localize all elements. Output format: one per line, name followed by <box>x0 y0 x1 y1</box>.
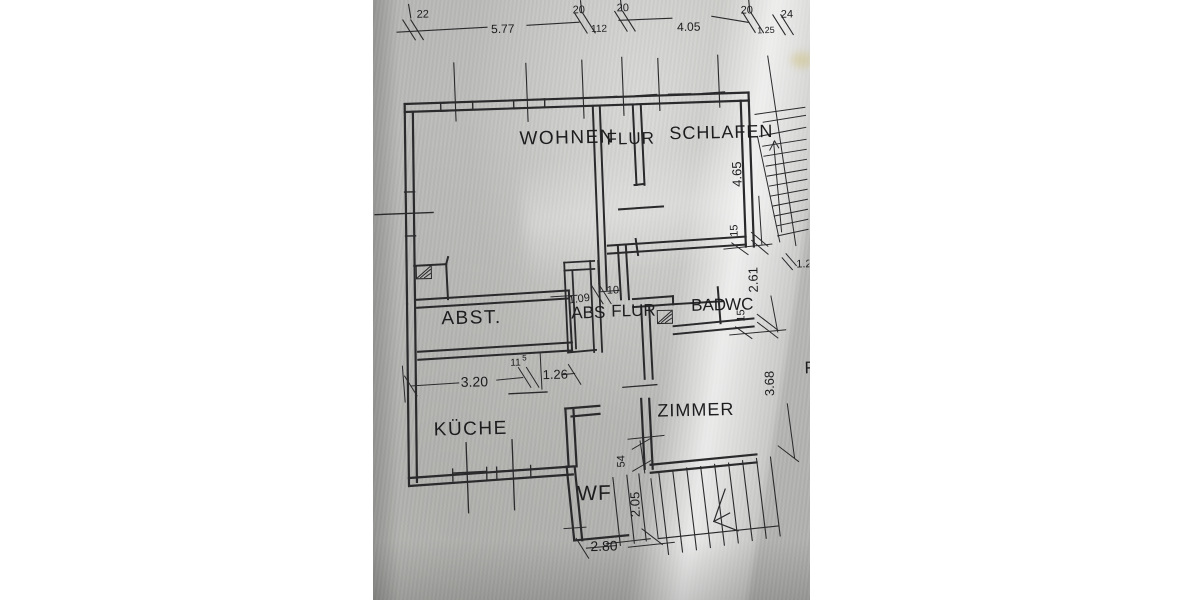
dim-top-22: 22 <box>417 8 430 20</box>
dim-top-405: 4.05 <box>677 20 701 35</box>
floor-plan-photo: WOHNEN FLUR SCHLAFEN ABST. ABS FLUR BAD … <box>373 0 810 600</box>
room-label-zimmer: ZIMMER <box>657 399 734 421</box>
letterbox-left <box>0 0 373 600</box>
dim-top-24: 24 <box>781 9 794 21</box>
room-label-schlafen: SCHLAFEN <box>669 121 773 143</box>
photo-left-shadow <box>373 0 399 600</box>
paper-stain <box>791 52 810 68</box>
dim-109: 1.09 <box>568 292 591 307</box>
dim-top-20c: 20 <box>741 4 754 16</box>
letterbox-right <box>810 0 1200 600</box>
dim-10: 10 <box>607 284 620 296</box>
dim-15b: 15 <box>735 309 747 322</box>
dim-368: 3.68 <box>762 371 778 397</box>
dim-320: 3.20 <box>461 373 489 390</box>
dim-5: 5 <box>522 353 527 362</box>
floor-plan-drawing: WOHNEN FLUR SCHLAFEN ABST. ABS FLUR BAD … <box>373 0 810 600</box>
room-label-flur-eg: FLUR <box>611 301 656 321</box>
dim-11: 11 <box>510 358 521 369</box>
dim-top-20a: 20 <box>573 4 586 16</box>
dim-top-112: 112 <box>591 24 608 35</box>
dim-54: 54 <box>615 455 627 468</box>
room-label-abs: ABS <box>571 303 605 323</box>
dim-15a: 15 <box>728 224 740 237</box>
room-label-kueche: KÜCHE <box>434 418 508 441</box>
dim-126: 1.26 <box>542 367 568 383</box>
photo-bottom-shadow <box>373 540 810 600</box>
dim-261: 2.61 <box>745 267 761 293</box>
dim-top-125: 1.25 <box>757 25 775 35</box>
dim-top-20b: 20 <box>617 2 630 14</box>
dim-280: 2.80 <box>590 537 618 554</box>
dim-125b: 1.25 <box>796 258 810 270</box>
room-label-wf: WF <box>577 482 612 506</box>
room-label-wc: WC <box>725 294 754 314</box>
room-label-edge-f: F <box>804 358 810 377</box>
dim-205: 2.05 <box>627 492 643 518</box>
dim-top-577: 5.77 <box>491 22 515 37</box>
room-label-flur-og: FLUR <box>606 129 655 149</box>
dim-465: 4.65 <box>729 161 745 187</box>
room-label-wohnen: WOHNEN <box>519 126 615 149</box>
room-label-bad: BAD <box>691 295 726 315</box>
room-label-abst: ABST. <box>441 307 502 329</box>
